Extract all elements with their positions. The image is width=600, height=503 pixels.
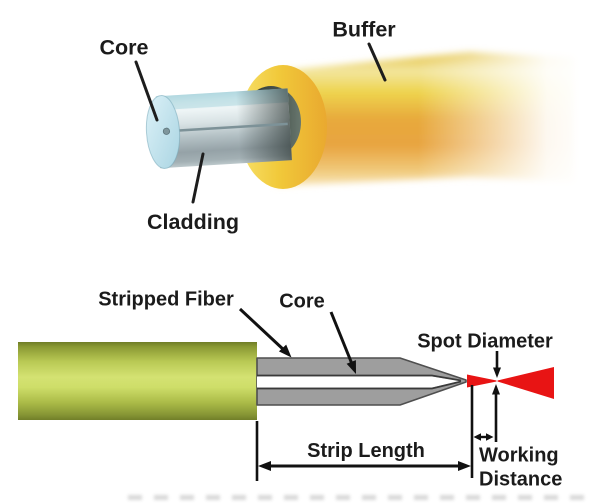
core-end-dot — [162, 127, 171, 135]
core-line — [166, 122, 288, 133]
core-label: Core — [100, 36, 149, 60]
spot-diameter-arrowhead-down — [493, 367, 501, 378]
stripped-fiber-label: Stripped Fiber — [98, 289, 234, 311]
strip-length-arrowhead-right — [458, 461, 471, 471]
cladding-label: Cladding — [147, 210, 239, 234]
working-distance-arrowhead-left — [473, 433, 481, 441]
core-boundary-bottom — [257, 380, 462, 390]
stripped-fiber-arrow-line — [238, 307, 287, 353]
core-arrowhead — [346, 360, 356, 374]
core-arrow-line — [329, 311, 354, 365]
working-distance-arrowhead-right — [486, 433, 494, 441]
buffer-label: Buffer — [332, 18, 396, 42]
buffer-tube-fade — [418, 28, 590, 208]
fiber-core-stripe — [257, 376, 461, 388]
core-leader-line — [134, 60, 159, 122]
strip-length-arrowhead-left — [258, 461, 271, 471]
spot-diameter-label: Spot Diameter — [417, 331, 553, 353]
strip-length-label: Strip Length — [307, 440, 425, 462]
beam-diverging-cone — [497, 367, 554, 399]
core-bottom-label: Core — [279, 291, 325, 313]
green-buffer-cylinder — [18, 342, 257, 420]
stripped-fiber-arrowhead — [278, 344, 292, 358]
beam-converging-cone — [467, 374, 497, 388]
stripped-fiber-diagram: Stripped Fiber Core Spot Diameter Strip … — [18, 289, 562, 491]
spot-diameter-arrowhead-up — [492, 384, 500, 395]
cladding-cylinder — [145, 88, 292, 169]
working-distance-label-line1: Working — [479, 445, 559, 467]
working-distance-label-line2: Distance — [479, 469, 562, 491]
buffer-leader-line — [367, 42, 387, 82]
cladding-leader-line — [191, 152, 205, 204]
cropped-caption-ghost — [128, 495, 588, 500]
core-boundary-top — [257, 374, 462, 382]
fiber-construction-diagram: Core Buffer Cladding — [100, 18, 590, 234]
